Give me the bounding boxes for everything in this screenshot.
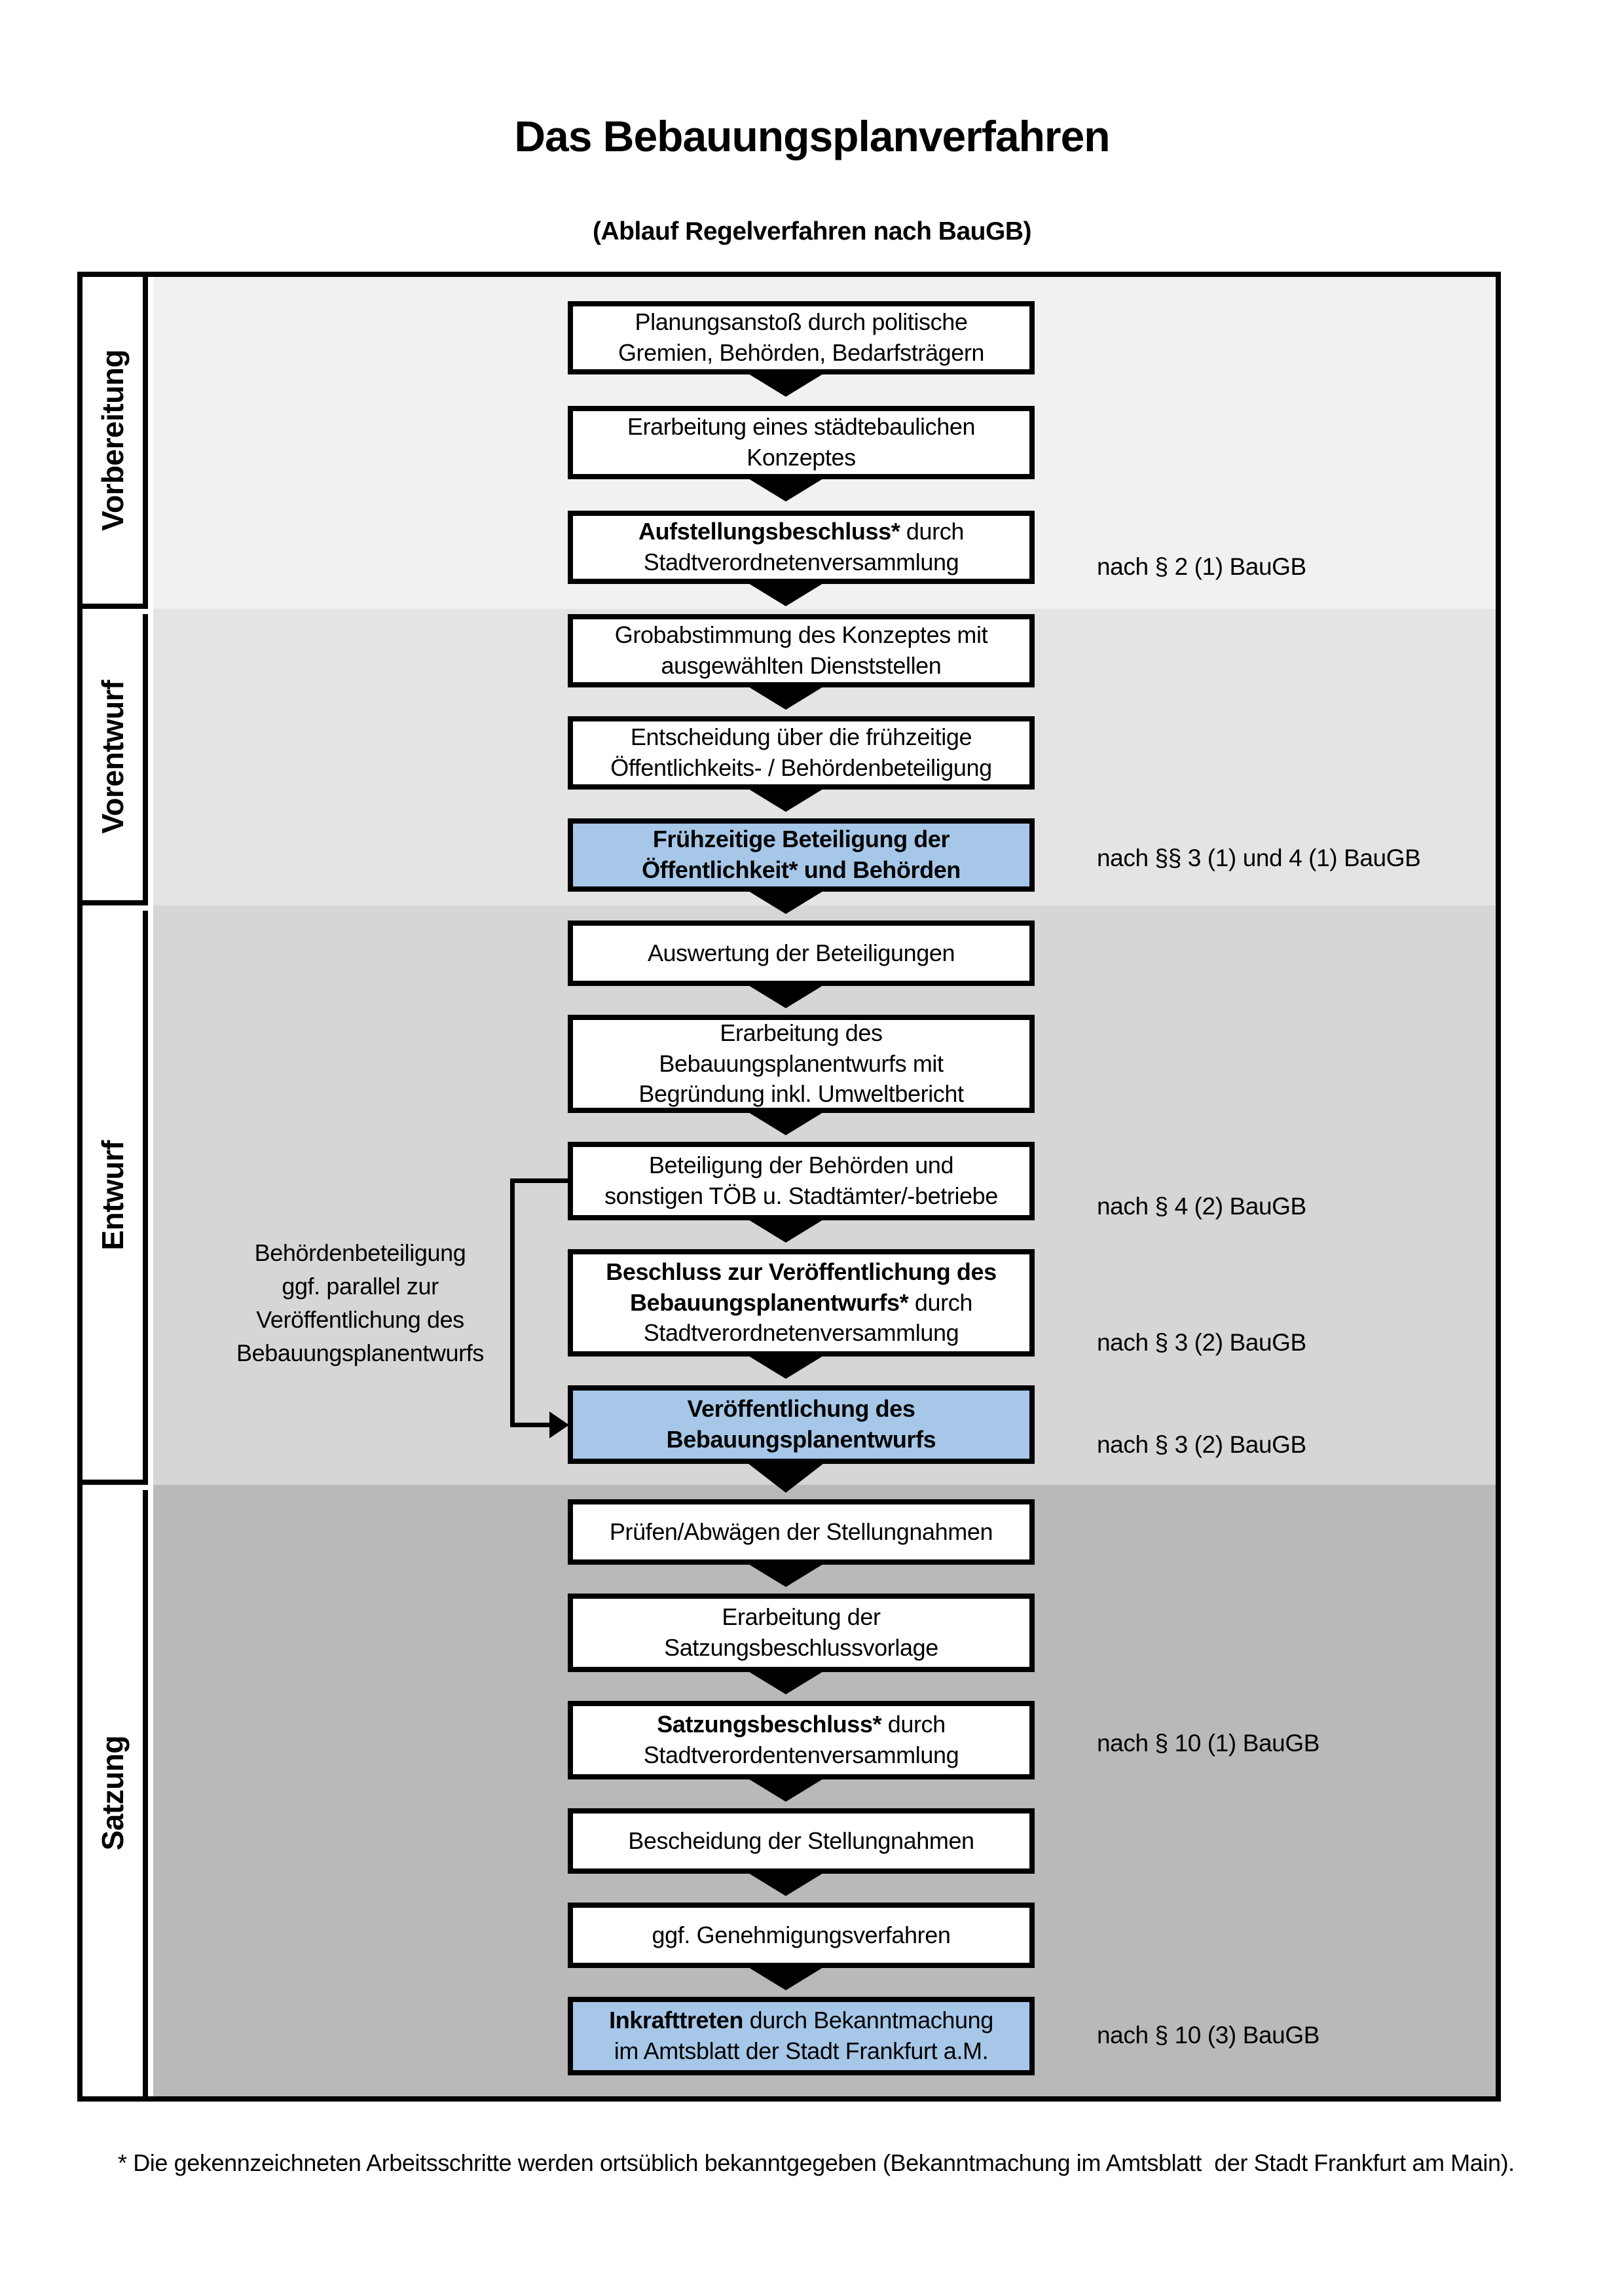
flow-step-staedtebauliches-konzept: Erarbeitung eines städtebaulichen Konzep… bbox=[568, 406, 1035, 479]
page-title: Das Bebauungsplanverfahren bbox=[514, 112, 1110, 160]
flow-step-erarbeitung-satzungsbeschlussvorlage: Erarbeitung der Satzungsbeschlussvorlage bbox=[568, 1594, 1035, 1672]
flow-step-label: Erarbeitung des Bebauungsplanentwurfs mi… bbox=[638, 1019, 964, 1108]
flow-step-planungsanstoss: Planungsanstoß durch politische Gremien,… bbox=[568, 301, 1035, 374]
phase-label-vorbereitung: Vorbereitung bbox=[96, 350, 130, 531]
flow-step-label: Erarbeitung der Satzungsbeschlussvorlage bbox=[664, 1603, 938, 1661]
flow-step-beteiligung-behoerden-toeb: Beteiligung der Behörden und sonstigen T… bbox=[568, 1142, 1035, 1220]
law-reference: nach § 10 (1) BauGB bbox=[1097, 1730, 1320, 1757]
flow-step-label: Veröffentlichung des Bebauungsplanentwur… bbox=[666, 1395, 936, 1453]
flow-step-label: Beschluss zur Veröffentlichung des Bebau… bbox=[606, 1258, 997, 1347]
phase-cell-satzung: Satzung bbox=[83, 1490, 148, 2096]
phase-cell-vorbereitung: Vorbereitung bbox=[83, 277, 148, 609]
law-reference: nach § 3 (2) BauGB bbox=[1097, 1431, 1306, 1458]
phase-cell-vorentwurf: Vorentwurf bbox=[83, 614, 148, 905]
flow-step-veroeffentlichung-bebauungsplanentwurf: Veröffentlichung des Bebauungsplanentwur… bbox=[568, 1385, 1035, 1464]
law-reference: nach §§ 3 (1) und 4 (1) BauGB bbox=[1097, 845, 1421, 871]
phase-band-satzung bbox=[153, 1485, 1496, 2096]
phase-label-satzung: Satzung bbox=[96, 1736, 130, 1851]
flow-step-label: Bescheidung der Stellungnahmen bbox=[628, 1827, 974, 1854]
connector-line bbox=[510, 1178, 570, 1183]
law-reference: nach § 10 (3) BauGB bbox=[1097, 2022, 1320, 2049]
phase-cell-entwurf: Entwurf bbox=[83, 911, 148, 1485]
flow-step-label: ggf. Genehmigungsverfahren bbox=[652, 1921, 951, 1948]
flow-step-aufstellungsbeschluss: Aufstellungsbeschluss* durch Stadtverord… bbox=[568, 511, 1035, 584]
flow-step-auswertung-beteiligungen: Auswertung der Beteiligungen bbox=[568, 920, 1035, 986]
flow-step-label: Inkrafttreten durch Bekanntmachung im Am… bbox=[609, 2007, 993, 2064]
flow-step-label: Frühzeitige Beteiligung der Öffentlichke… bbox=[642, 826, 961, 883]
flow-step-label: Prüfen/Abwägen der Stellungnahmen bbox=[609, 1518, 993, 1545]
flow-step-bescheidung-stellungnahmen: Bescheidung der Stellungnahmen bbox=[568, 1808, 1035, 1874]
phase-label-vorentwurf: Vorentwurf bbox=[96, 680, 130, 834]
flow-step-genehmigungsverfahren: ggf. Genehmigungsverfahren bbox=[568, 1903, 1035, 1968]
flow-step-inkrafttreten: Inkrafttreten durch Bekanntmachung im Am… bbox=[568, 1997, 1035, 2075]
flow-step-label: Planungsanstoß durch politische Gremien,… bbox=[618, 308, 985, 366]
flow-step-erarbeitung-bebauungsplanentwurf: Erarbeitung des Bebauungsplanentwurfs mi… bbox=[568, 1015, 1035, 1113]
flow-step-label: Entscheidung über die frühzeitige Öffent… bbox=[610, 723, 992, 781]
flow-step-label: Grobabstimmung des Konzeptes mit ausgewä… bbox=[614, 621, 988, 679]
side-note-behoerdenbeteiligung: Behördenbeteiligung ggf. parallel zur Ve… bbox=[236, 1239, 484, 1367]
connector-line bbox=[510, 1423, 551, 1427]
phase-label-column: Vorbereitung Vorentwurf Entwurf Satzung bbox=[83, 277, 153, 2096]
flow-step-fruehzeitige-beteiligung: Frühzeitige Beteiligung der Öffentlichke… bbox=[568, 818, 1035, 892]
law-reference: nach § 3 (2) BauGB bbox=[1097, 1329, 1306, 1356]
law-reference: nach § 2 (1) BauGB bbox=[1097, 553, 1306, 580]
flow-step-entscheidung-fruehzeitige-beteiligung: Entscheidung über die frühzeitige Öffent… bbox=[568, 716, 1035, 790]
flow-step-label: Beteiligung der Behörden und sonstigen T… bbox=[604, 1152, 998, 1209]
flow-step-label: Erarbeitung eines städtebaulichen Konzep… bbox=[627, 413, 976, 471]
phase-label-entwurf: Entwurf bbox=[96, 1140, 130, 1250]
flow-step-grobabstimmung: Grobabstimmung des Konzeptes mit ausgewä… bbox=[568, 614, 1035, 687]
flow-step-pruefen-abwaegen: Prüfen/Abwägen der Stellungnahmen bbox=[568, 1499, 1035, 1565]
flow-step-satzungsbeschluss: Satzungsbeschluss* durch Stadtverordente… bbox=[568, 1701, 1035, 1779]
law-reference: nach § 4 (2) BauGB bbox=[1097, 1193, 1306, 1220]
flow-step-label: Satzungsbeschluss* durch Stadtverordente… bbox=[643, 1711, 959, 1768]
flow-step-label: Aufstellungsbeschluss* durch Stadtverord… bbox=[638, 518, 964, 575]
footnote: * Die gekennzeichneten Arbeitsschritte w… bbox=[118, 2149, 1515, 2176]
page-subtitle: (Ablauf Regelverfahren nach BauGB) bbox=[593, 217, 1031, 246]
flow-step-beschluss-veroeffentlichung: Beschluss zur Veröffentlichung des Bebau… bbox=[568, 1249, 1035, 1357]
connector-line bbox=[510, 1178, 515, 1427]
flow-step-label: Auswertung der Beteiligungen bbox=[647, 939, 955, 966]
